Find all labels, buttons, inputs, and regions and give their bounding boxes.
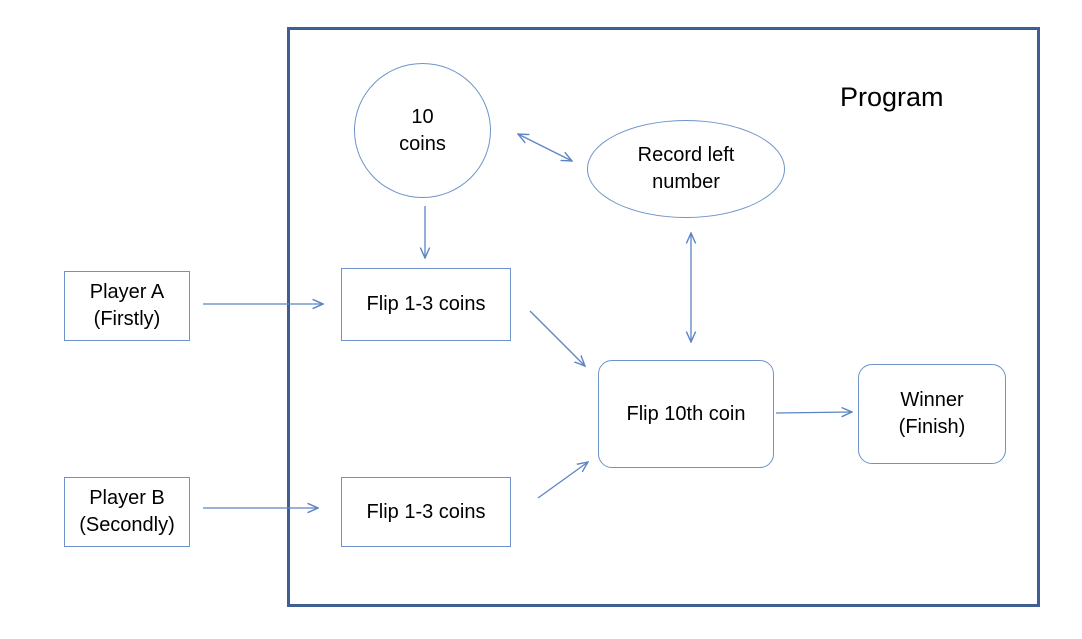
ten-coins-circle: 10 coins (354, 63, 491, 198)
record-left-number-label: Record left number (637, 144, 735, 193)
flip-coins-b-box: Flip 1-3 coins (341, 477, 511, 547)
winner-box: Winner (Finish) (858, 364, 1006, 464)
player-a-label: Player A (Firstly) (89, 281, 165, 330)
flip-tenth-coin-box: Flip 10th coin (598, 360, 774, 468)
player-b-label: Player B (Secondly) (79, 487, 175, 536)
player-b-box: Player B (Secondly) (64, 477, 190, 547)
record-left-number-ellipse: Record left number (587, 120, 785, 218)
player-a-box: Player A (Firstly) (64, 271, 190, 341)
winner-label: Winner (Finish) (898, 389, 966, 438)
flip-tenth-coin-label: Flip 10th coin (626, 402, 746, 425)
flip-coins-a-box: Flip 1-3 coins (341, 268, 511, 341)
flip-coins-a-label: Flip 1-3 coins (366, 293, 486, 315)
program-title: Program (840, 82, 944, 112)
program-frame (287, 27, 1040, 607)
flip-coins-b-label: Flip 1-3 coins (366, 500, 486, 523)
ten-coins-label: 10 coins (399, 105, 446, 155)
